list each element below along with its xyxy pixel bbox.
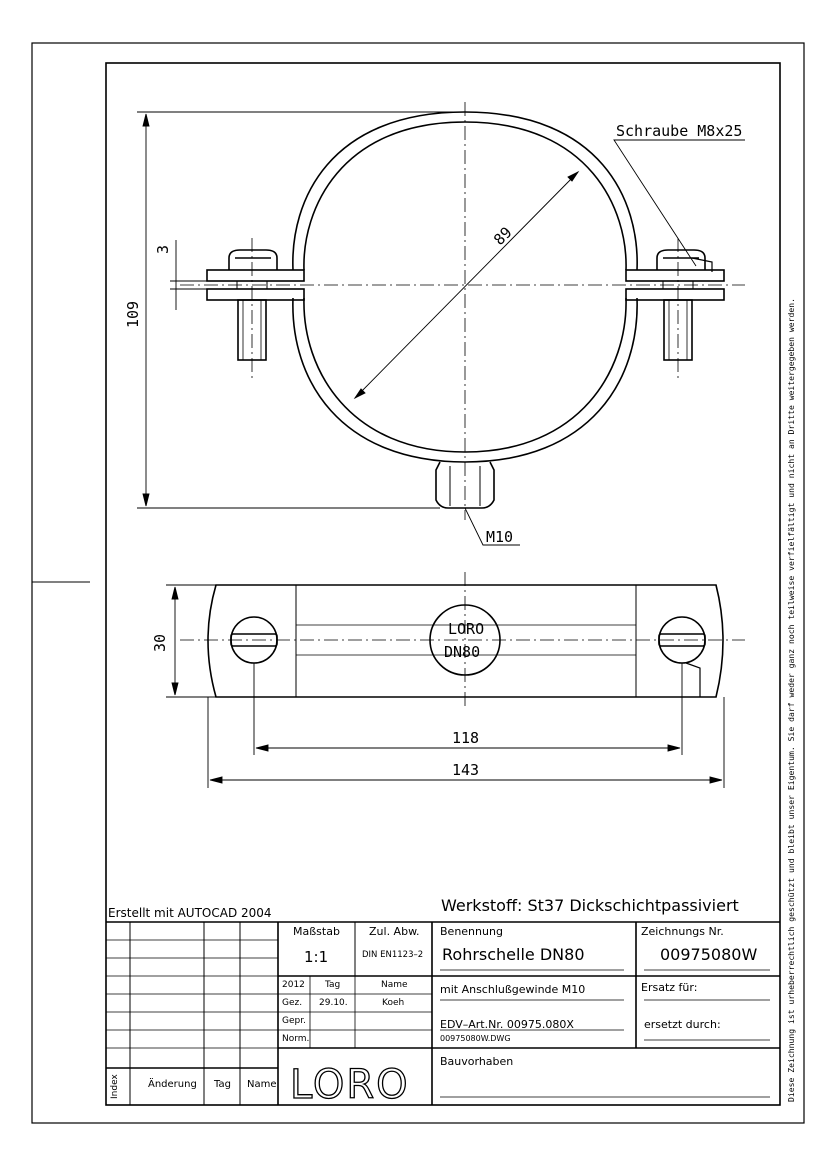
clamp-top-view [207, 584, 724, 698]
dimensions-bottom [166, 584, 725, 788]
scale-label: Maßstab [293, 925, 340, 938]
drawn-label: Gez. [282, 998, 303, 1008]
material: Werkstoff: St37 Dickschichtpassiviert [441, 896, 739, 915]
checked-label: Gepr. [282, 1016, 306, 1026]
rev-change-label: Änderung [148, 1079, 197, 1090]
rev-index-label: Index [110, 1074, 120, 1099]
center-lines-top [180, 102, 745, 520]
day-label: Tag [325, 980, 341, 990]
stamp-line1: LORO [448, 620, 484, 638]
year: 2012 [282, 980, 305, 990]
rev-day-label: Tag [214, 1079, 231, 1090]
file-name: 00975080W.DWG [440, 1034, 511, 1043]
drawing-no-value: 00975080W [660, 945, 758, 964]
rev-name-label: Name [247, 1079, 277, 1090]
dim-band-thickness: 3 [154, 245, 172, 254]
dimensions-top [137, 111, 745, 546]
dim-hole-spacing: 118 [452, 729, 479, 747]
dim-total-length: 143 [452, 761, 479, 779]
created-with: Erstellt mit AUTOCAD 2004 [108, 906, 272, 920]
norm-label: Norm. [282, 1034, 310, 1044]
drawing-no-label: Zeichnungs Nr. [641, 925, 724, 938]
copyright-notice: Diese Zeichnung ist urheberrechtlich ges… [786, 298, 796, 1102]
scale-value: 1:1 [304, 948, 329, 966]
drawn-date: 29.10. [319, 998, 348, 1008]
project-label: Bauvorhaben [440, 1055, 514, 1068]
center-lines-bottom [180, 572, 745, 710]
replaces-label: Ersatz für: [641, 981, 698, 994]
drawn-name: Koeh [382, 998, 405, 1008]
dim-height: 109 [124, 301, 142, 328]
inner-frame [105, 62, 781, 1106]
nut-callout: M10 [486, 528, 513, 546]
subtitle: mit Anschlußgewinde M10 [440, 983, 586, 996]
tolerance-label: Zul. Abw. [369, 925, 420, 938]
tolerance-value: DIN EN1123–2 [362, 950, 424, 960]
replaced-by-label: ersetzt durch: [644, 1018, 721, 1031]
loro-logo: LORO [290, 1062, 410, 1108]
title-label: Benennung [440, 925, 503, 938]
stamp-line2: DN80 [444, 643, 480, 661]
article-number: EDV–Art.Nr. 00975.080X [440, 1018, 574, 1031]
outer-frame [31, 42, 805, 1124]
title-value: Rohrschelle DN80 [442, 945, 585, 964]
clamp-front-view [206, 111, 725, 509]
name-label: Name [381, 980, 408, 990]
title-block-grid [106, 921, 780, 1105]
dim-diameter: 89 [490, 223, 516, 249]
screw-callout: Schraube M8x25 [616, 122, 742, 140]
dim-strap-width: 30 [151, 634, 169, 652]
